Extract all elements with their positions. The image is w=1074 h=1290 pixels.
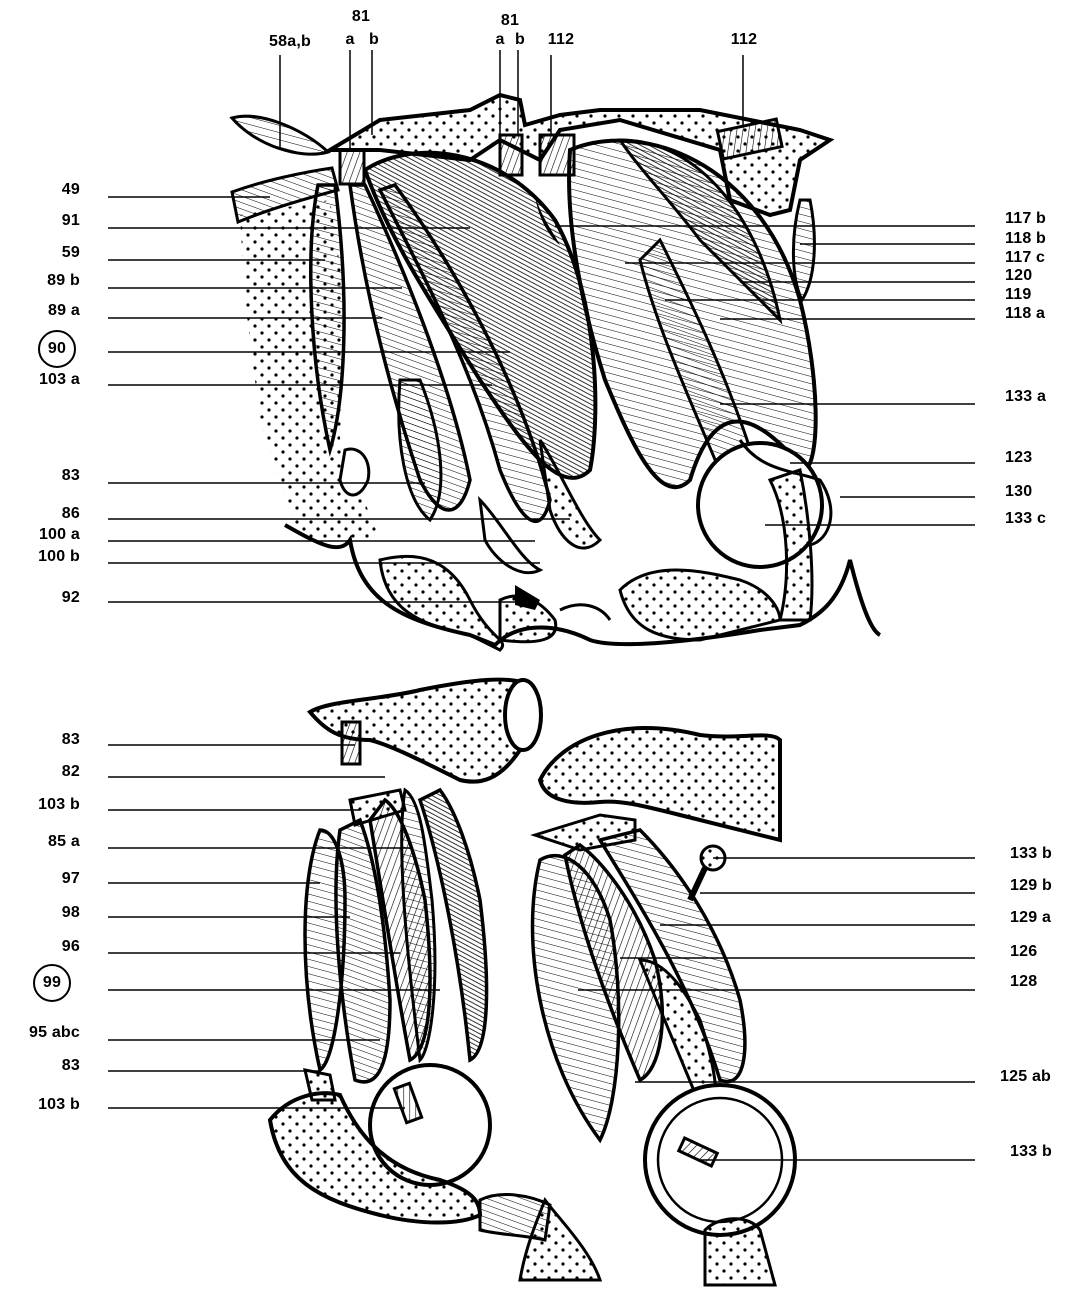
label-92: 92: [0, 589, 80, 607]
label-103a: 103 a: [0, 371, 80, 389]
label-112-left: 112: [531, 31, 591, 49]
label-58ab: 58a,b: [260, 33, 320, 51]
label-128: 128: [1010, 973, 1037, 991]
label-83-lower-top: 83: [0, 731, 80, 749]
label-97: 97: [0, 870, 80, 888]
label-81-right: 81: [480, 12, 540, 30]
label-81b-left: b: [344, 31, 404, 49]
label-118b: 118 b: [1005, 230, 1046, 248]
label-129b: 129 b: [1010, 877, 1052, 895]
label-118a: 118 a: [1005, 305, 1045, 323]
label-100b: 100 b: [0, 548, 80, 566]
label-82: 82: [0, 763, 80, 781]
lower-panel-drawing: [270, 680, 795, 1285]
label-123: 123: [1005, 449, 1032, 467]
upper-panel-drawing: [232, 95, 880, 650]
label-117c: 117 c: [1005, 249, 1045, 267]
label-129a: 129 a: [1010, 909, 1051, 927]
label-89a: 89 a: [0, 302, 80, 320]
label-125ab: 125 ab: [1000, 1068, 1051, 1086]
label-83-lower-bottom: 83: [0, 1057, 80, 1075]
label-100a: 100 a: [0, 526, 80, 544]
label-120: 120: [1005, 267, 1032, 285]
label-49: 49: [0, 181, 80, 199]
label-99-circled: 99: [33, 964, 71, 1002]
label-103b-bottom: 103 b: [0, 1096, 80, 1114]
label-119: 119: [1005, 286, 1031, 304]
label-98: 98: [0, 904, 80, 922]
label-133c: 133 c: [1005, 510, 1046, 528]
label-89b: 89 b: [0, 272, 80, 290]
label-133b-top: 133 b: [1010, 845, 1052, 863]
label-96: 96: [0, 938, 80, 956]
label-133b-bottom: 133 b: [1010, 1143, 1052, 1161]
label-86: 86: [0, 505, 80, 523]
label-112-right: 112: [714, 31, 774, 49]
label-83-upper: 83: [0, 467, 80, 485]
label-126: 126: [1010, 943, 1037, 961]
label-90-circled: 90: [38, 330, 76, 368]
label-95abc: 95 abc: [0, 1024, 80, 1042]
label-103b-top: 103 b: [0, 796, 80, 814]
label-130: 130: [1005, 483, 1032, 501]
label-117b: 117 b: [1005, 210, 1046, 228]
label-85a: 85 a: [0, 833, 80, 851]
label-133a: 133 a: [1005, 388, 1046, 406]
label-81-left: 81: [331, 8, 391, 26]
label-91: 91: [0, 212, 80, 230]
label-59: 59: [0, 244, 80, 262]
